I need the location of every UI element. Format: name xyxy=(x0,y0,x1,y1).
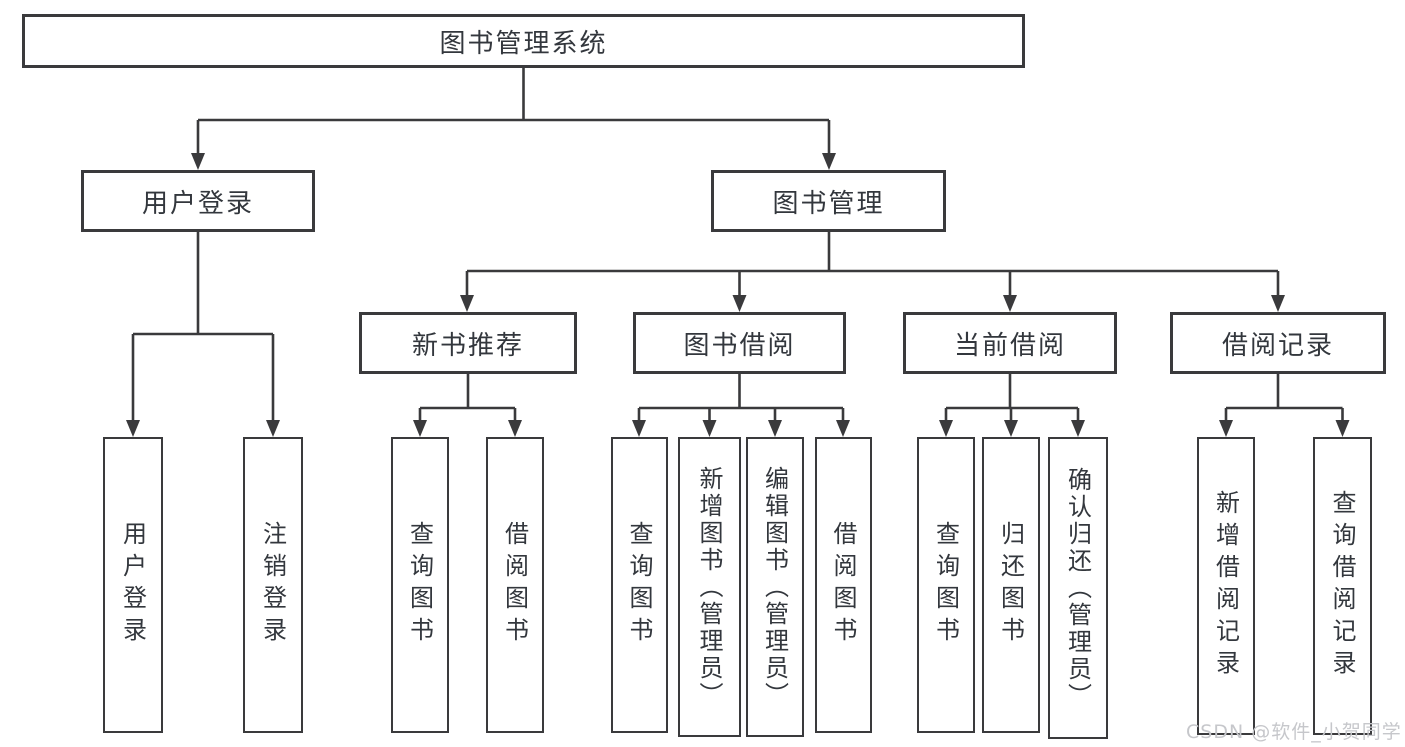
connector-current-to-leaves xyxy=(944,374,1080,425)
connector-root-to-level2 xyxy=(196,68,831,158)
arrow-down xyxy=(1071,420,1085,437)
leaf-records-add-record: 新增借阅记录 xyxy=(1197,437,1255,735)
arrow-down xyxy=(1003,295,1017,312)
connector-mgmt-to-level3 xyxy=(465,232,1280,300)
arrow-down xyxy=(702,420,717,437)
arrow-down xyxy=(1004,420,1018,437)
arrow-down xyxy=(768,420,782,437)
node-book-management: 图书管理 xyxy=(711,170,946,232)
leaf-current-return-book: 归还图书 xyxy=(982,437,1040,733)
node-user-login: 用户登录 xyxy=(81,170,315,232)
arrow-down xyxy=(1219,420,1233,437)
leaf-recommend-borrow-book: 借阅图书 xyxy=(486,437,544,733)
arrow-down xyxy=(1271,295,1285,312)
arrow-down xyxy=(266,420,280,437)
arrow-down xyxy=(939,420,953,437)
leaf-borrow-add-book-admin: 新增图书（管理员） xyxy=(678,437,741,737)
arrow-down xyxy=(836,420,850,437)
node-root: 图书管理系统 xyxy=(22,14,1025,68)
node-book-borrow: 图书借阅 xyxy=(633,312,846,374)
connector-recommend-to-leaves xyxy=(418,374,517,425)
node-new-book-recommend: 新书推荐 xyxy=(359,312,577,374)
connector-records-to-leaves xyxy=(1224,374,1344,425)
arrow-down xyxy=(508,420,522,437)
leaf-logout: 注销登录 xyxy=(243,437,303,733)
connector-login-to-leaves xyxy=(131,232,275,425)
arrow-down xyxy=(732,295,747,312)
leaf-current-confirm-return-admin: 确认归还（管理员） xyxy=(1048,437,1108,739)
arrow-down xyxy=(413,420,427,437)
leaf-user-login: 用户登录 xyxy=(103,437,163,733)
arrow-down xyxy=(460,295,474,312)
arrow-down xyxy=(191,153,205,170)
csdn-watermark: CSDN @软件_小贺同学 xyxy=(1186,721,1402,743)
arrow-down xyxy=(822,153,836,170)
leaf-borrow-borrow-book: 借阅图书 xyxy=(815,437,872,733)
node-borrow-records: 借阅记录 xyxy=(1170,312,1386,374)
node-current-borrow: 当前借阅 xyxy=(903,312,1117,374)
arrow-down xyxy=(126,420,140,437)
arrow-down xyxy=(1335,420,1350,437)
leaf-records-query-record: 查询借阅记录 xyxy=(1313,437,1372,735)
leaf-recommend-query-book: 查询图书 xyxy=(391,437,449,733)
connector-borrow-to-leaves xyxy=(637,374,845,425)
leaf-borrow-query-book: 查询图书 xyxy=(611,437,668,733)
arrowheads xyxy=(126,153,1350,437)
leaf-borrow-edit-book-admin: 编辑图书（管理员） xyxy=(746,437,804,737)
arrow-down xyxy=(632,420,646,437)
leaf-current-query-book: 查询图书 xyxy=(917,437,975,733)
